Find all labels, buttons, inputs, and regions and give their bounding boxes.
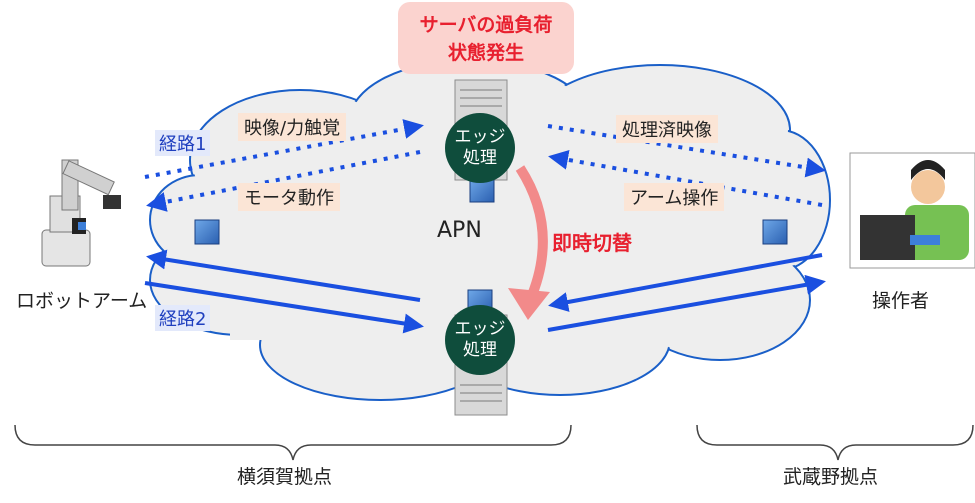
- flow-label-motor-action: モータ動作: [238, 183, 340, 211]
- arrow-route2-to-edge: [144, 281, 424, 334]
- edge-top-line2: 処理: [463, 148, 497, 168]
- operator-icon: [849, 152, 975, 269]
- operator-label: 操作者: [872, 290, 930, 312]
- instant-switch-label: 即時切替: [552, 231, 632, 255]
- arrow-arm-operation: [548, 149, 823, 207]
- route1-label: 経路1: [155, 130, 211, 156]
- site-label-yokosuka: 横須賀拠点: [237, 466, 333, 488]
- overload-alert-line1: サーバの過負荷: [419, 14, 553, 36]
- edge-bottom-line2: 処理: [463, 340, 497, 360]
- edge-processing-node-top: エッジ 処理: [445, 113, 515, 183]
- robot-arm-icon: [41, 159, 121, 267]
- arrow-route2-to-robot: [146, 249, 421, 302]
- brace-yokosuka: [14, 424, 572, 461]
- brace-musashino: [696, 424, 974, 461]
- edge-top-line1: エッジ: [454, 127, 506, 147]
- flow-label-video-haptics: 映像/力触覚: [238, 113, 347, 141]
- flow-label-arm-operation: アーム操作: [624, 183, 725, 211]
- edge-bottom-line1: エッジ: [454, 319, 506, 339]
- arrow-processed-video: [547, 124, 826, 178]
- overload-alert-line2: 状態発生: [447, 42, 524, 64]
- switch-arrow: [508, 165, 550, 320]
- arrow-route2-to-operator: [547, 274, 826, 332]
- flow-label-processed-video: 処理済映像: [616, 115, 718, 143]
- arrow-video-haptics: [144, 119, 424, 179]
- site-label-musashino: 武蔵野拠点: [783, 466, 879, 488]
- robot-arm-label: ロボットアーム: [16, 290, 148, 312]
- overload-alert-box: [398, 2, 574, 74]
- arrow-motor-action: [146, 150, 421, 212]
- apn-label: APN: [437, 218, 482, 243]
- edge-processing-node-bottom: エッジ 処理: [445, 305, 515, 375]
- route2-label: 経路2: [155, 305, 211, 331]
- arrow-route2-from-operator: [548, 253, 823, 312]
